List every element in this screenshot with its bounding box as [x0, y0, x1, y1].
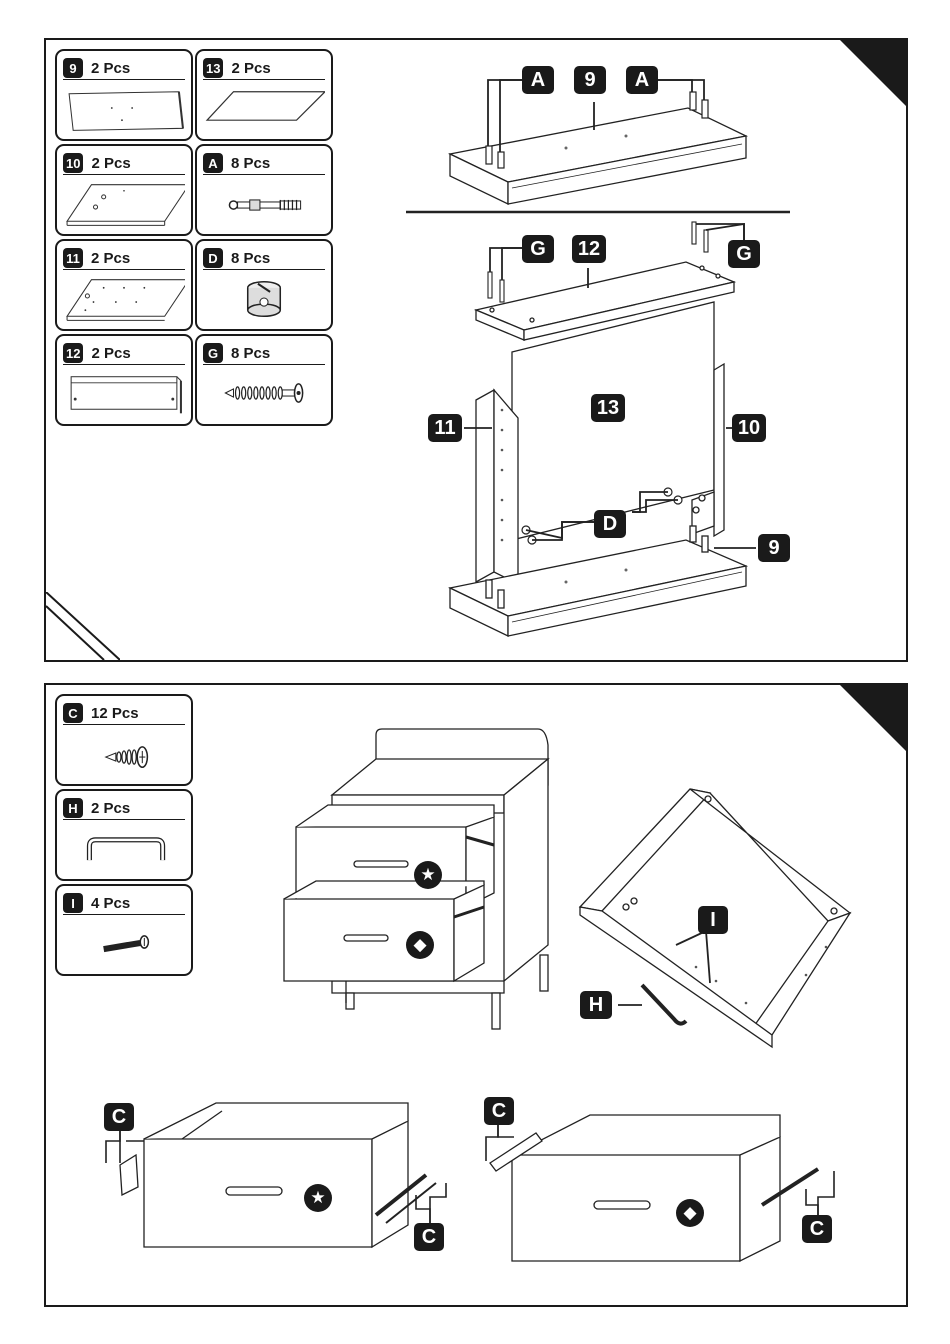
- callout-10: 10: [732, 414, 766, 442]
- cabinet-with-drawers-view: [46, 685, 906, 1305]
- side-panel-11: [476, 390, 518, 584]
- callout-A-right: A: [626, 66, 658, 94]
- diamond-symbol-icon: ◆: [676, 1199, 704, 1227]
- star-symbol-icon: ★: [414, 861, 442, 889]
- callout-I: I: [698, 906, 728, 934]
- callout-G-left: G: [522, 235, 554, 263]
- callout-11: 11: [428, 414, 462, 442]
- callout-H: H: [580, 991, 612, 1019]
- callout-9-bottom: 9: [758, 534, 790, 562]
- cabinet-exploded-view: [46, 40, 906, 660]
- handle-H: [642, 985, 686, 1024]
- drawer-left-detail: [120, 1103, 436, 1247]
- callout-C-right-bottom: C: [802, 1215, 832, 1243]
- diamond-symbol-icon: ◆: [406, 931, 434, 959]
- drawer-right-detail: [490, 1115, 818, 1261]
- callout-D: D: [594, 510, 626, 538]
- callout-A-left: A: [522, 66, 554, 94]
- star-symbol-icon: ★: [304, 1184, 332, 1212]
- callout-C-right-top: C: [484, 1097, 514, 1125]
- callout-C-left-bottom: C: [414, 1223, 444, 1251]
- callout-12: 12: [572, 235, 606, 263]
- bottom-board-9-top-view: [450, 108, 746, 204]
- callout-9-top: 9: [574, 66, 606, 94]
- callout-13: 13: [591, 394, 625, 422]
- callout-G-right: G: [728, 240, 760, 268]
- callout-C-left-top: C: [104, 1103, 134, 1131]
